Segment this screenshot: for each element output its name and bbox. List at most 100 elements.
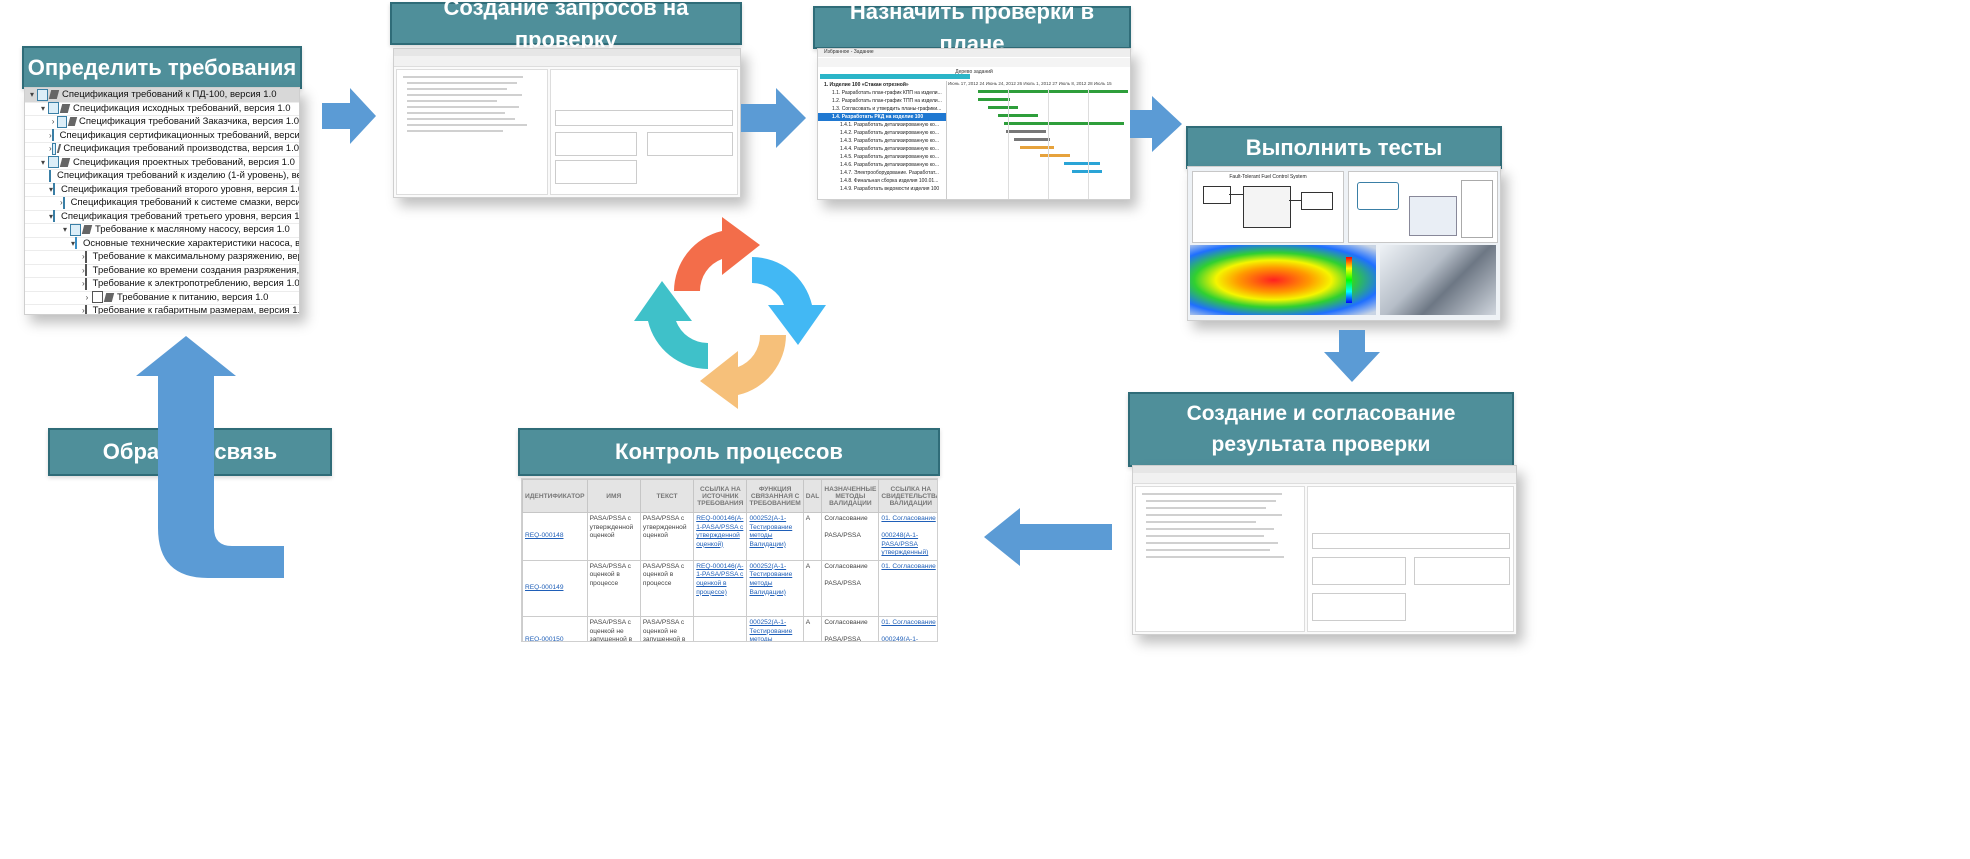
gantt-task-row[interactable]: 1.4.4. Разработать детализированную ко..… xyxy=(840,146,940,152)
specification-icon xyxy=(51,129,54,142)
tree-item[interactable]: › Требование к электропотреблению, версия… xyxy=(25,277,299,292)
cfd-simulation xyxy=(1190,245,1376,315)
table-cell-name: PASA/PSSA с оценкой не запущенной в по п… xyxy=(586,616,641,641)
tree-item[interactable]: ›Спецификация требований производства, в… xyxy=(25,142,299,157)
gantt-task-row[interactable]: 1.4.1. Разработать детализированную ко..… xyxy=(840,122,940,128)
specification-icon xyxy=(53,183,56,196)
table-cell-src[interactable]: REQ-000146(A-1-PASA/PSSA с утвержденной … xyxy=(693,512,748,561)
gantt-date-header: Июнь 17, 2012 24 Июнь 24, 2012 26 Июль 1… xyxy=(948,81,1130,87)
tree-item-label: Требование к максимальному разряжению, в… xyxy=(92,251,299,263)
table-cell-name: PASA/PSSA с утвержденной оценкой xyxy=(586,512,641,561)
step-approve-results: Создание и согласование результата прове… xyxy=(1128,392,1514,467)
expand-chevron-icon[interactable]: ▾ xyxy=(62,225,67,235)
requests-left-pane xyxy=(396,69,548,195)
tree-item[interactable]: ▾Спецификация требований к ПД-100, верси… xyxy=(25,88,299,103)
table-header-cell: ТЕКСТ xyxy=(639,479,695,513)
expand-chevron-icon[interactable]: ▾ xyxy=(49,211,54,221)
specification-icon xyxy=(62,196,65,209)
specification-icon xyxy=(48,156,59,169)
table-cell-src[interactable]: REQ-000146(A-1-PASA/PSSA с оценкой в про… xyxy=(693,559,748,618)
expand-chevron-icon[interactable]: ▾ xyxy=(29,90,34,100)
table-cell-func[interactable]: 000252(A-1-Тестирование методы Валидации… xyxy=(746,512,804,561)
gantt-task-row[interactable]: 1.4.7. Электрооборудование. Разработат..… xyxy=(840,170,939,176)
tree-item-label: Спецификация требований Заказчика, верси… xyxy=(79,116,299,128)
tree-item[interactable]: ▾Спецификация требований третьего уровня… xyxy=(25,210,299,224)
arrow-left xyxy=(984,508,1112,566)
gantt-task-row[interactable]: 1.4.5. Разработать детализированную ко..… xyxy=(840,154,940,160)
collapse-chevron-icon[interactable]: › xyxy=(82,265,85,275)
collapse-chevron-icon[interactable]: › xyxy=(49,130,52,140)
expand-chevron-icon[interactable]: ▾ xyxy=(40,157,45,167)
tree-item[interactable]: ›Спецификация требований к системе смазк… xyxy=(25,196,299,211)
collapse-chevron-icon[interactable]: › xyxy=(60,198,63,208)
tree-item[interactable]: ›Требование ко времени создания разряжен… xyxy=(25,264,299,278)
tree-item[interactable]: ▾Основные технические характеристики нас… xyxy=(25,237,299,251)
tree-item[interactable]: Спецификация требований к изделию (1-й у… xyxy=(25,169,299,184)
expand-chevron-icon[interactable]: ▾ xyxy=(71,238,76,248)
gantt-task-row[interactable]: 1.4.2. Разработать детализированную ко..… xyxy=(840,130,940,136)
cycle-arrow-teal xyxy=(634,281,708,369)
table-cell-src[interactable] xyxy=(693,616,748,641)
requests-screenshot xyxy=(393,48,741,198)
tree-item[interactable]: › Спецификация требований Заказчика, верс… xyxy=(25,115,299,130)
tree-item-label: Спецификация проектных требований, верси… xyxy=(73,156,295,168)
gantt-task-row[interactable]: 1.1. Разработать план-график КПП на изде… xyxy=(832,90,942,96)
gantt-task-row[interactable]: 1.4. Разработать РКД на изделие 100 xyxy=(818,113,946,121)
expand-chevron-icon[interactable]: ▾ xyxy=(49,184,54,194)
gantt-task-row[interactable]: 1.4.9. Разработать ведомости изделия 100 xyxy=(840,186,940,192)
gantt-dates: Июнь 17, 2012 24 Июнь 24, 2012 26 Июль 1… xyxy=(948,81,1112,86)
arrow-feedback-elbow xyxy=(136,336,284,578)
collapse-chevron-icon[interactable]: › xyxy=(51,117,55,127)
gantt-task-row[interactable]: 1.4.6. Разработать детализированную ко..… xyxy=(840,162,940,168)
tree-item[interactable]: ▾Спецификация требований второго уровня,… xyxy=(25,183,299,197)
gantt-task-row[interactable]: 1.2. Разработать план-график ТПП на изде… xyxy=(832,98,942,104)
document-icon xyxy=(84,250,87,263)
document-icon xyxy=(84,304,87,314)
table-cell-func[interactable]: 000252(A-1-Тестирование методы Валидации… xyxy=(746,559,804,618)
collapse-chevron-icon[interactable]: › xyxy=(82,306,85,315)
tree-item[interactable]: › Спецификация сертификационных требовани… xyxy=(25,129,300,143)
gantt-task-row[interactable]: 1.4.8. Финальная сборка изделия 100.01..… xyxy=(840,178,939,184)
tree-item-label: Требование к электропотреблению, версия … xyxy=(92,278,300,290)
specification-icon xyxy=(48,102,59,115)
table-cell-func[interactable]: 000252(A-1-Тестирование методы Валидации… xyxy=(746,616,804,641)
gantt-task-row[interactable]: 1. Изделие 100 «Стакан отрезной» xyxy=(824,82,909,88)
tree-item[interactable]: › Требование к питанию, версия 1.0 xyxy=(25,291,299,305)
cycle-icon xyxy=(634,217,826,409)
bookmark-icon xyxy=(75,237,78,250)
tree-item[interactable]: ▾Спецификация исходных требований, верси… xyxy=(25,102,299,116)
collapse-chevron-icon[interactable]: › xyxy=(49,144,52,154)
table-cell-id[interactable]: REQ-000149 xyxy=(522,559,588,618)
tree-item[interactable]: › Требование к максимальному разряжению, … xyxy=(25,250,299,265)
tree-item[interactable]: ›Требование к габаритным размерам, верси… xyxy=(25,304,299,315)
tree-item-label: Спецификация сертификационных требований… xyxy=(59,129,300,141)
arrow-right-1 xyxy=(322,88,376,144)
step-approve-results-label: Создание и согласование результата прове… xyxy=(1187,399,1456,460)
tree-item-label: Спецификация требований к изделию (1-й у… xyxy=(57,170,299,182)
table-cell-id[interactable]: REQ-000150 xyxy=(522,616,588,641)
collapse-chevron-icon[interactable]: › xyxy=(85,292,89,302)
collapse-chevron-icon[interactable]: › xyxy=(82,252,85,262)
tree-item-label: Требование к питанию, версия 1.0 xyxy=(117,291,269,303)
results-right-pane xyxy=(1307,486,1514,632)
gantt-task-row[interactable]: 1.3. Согласовать и утвердить планы-графи… xyxy=(832,106,942,112)
gantt-task-row[interactable]: 1.4.3. Разработать детализированную ко..… xyxy=(840,138,940,144)
expand-chevron-icon[interactable]: ▾ xyxy=(40,103,45,113)
table-header-cell: ИМЯ xyxy=(586,479,641,513)
tree-item[interactable]: ▾Требование к масляному насосу, версия 1… xyxy=(25,223,299,238)
collapse-chevron-icon[interactable]: › xyxy=(82,279,85,289)
table-cell-evidence[interactable]: 01. Согласование xyxy=(878,559,937,618)
gantt-chart-title: Дерево заданий xyxy=(955,69,993,75)
tree-item[interactable]: ▾ Спецификация проектных требований, верс… xyxy=(25,156,299,170)
